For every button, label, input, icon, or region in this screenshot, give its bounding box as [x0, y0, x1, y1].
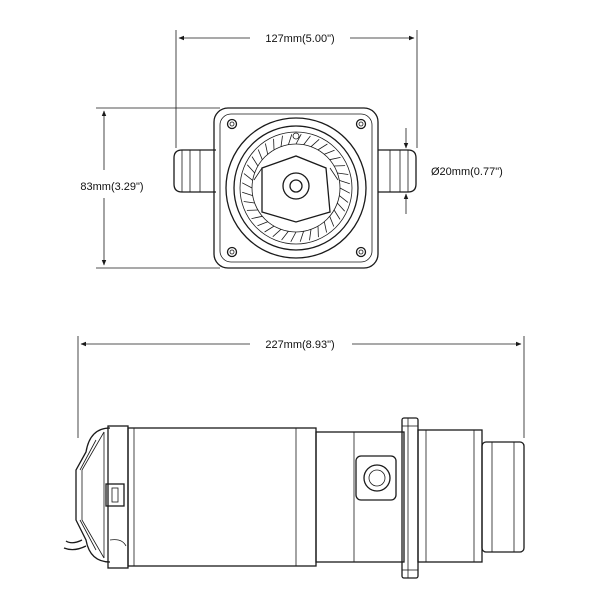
left-hose-port [173, 149, 216, 193]
outlet-nozzle [481, 441, 525, 553]
impeller-tooth [323, 221, 327, 233]
impeller-tooth [309, 229, 312, 241]
side-port [355, 455, 397, 501]
impeller-tooth [333, 209, 341, 220]
impeller-tooth [251, 215, 263, 219]
impeller-tooth [265, 143, 269, 155]
impeller-tooth [295, 134, 302, 145]
impeller-tooth [329, 216, 335, 227]
impeller-inner-ring [251, 143, 341, 233]
terminal-block [105, 483, 125, 507]
impeller-tooth [339, 195, 349, 203]
wire-2 [63, 545, 87, 551]
impeller-tooth [251, 156, 259, 167]
impeller-tooth [288, 134, 293, 145]
front-view: 127mm(5.00") 83mm(3.29") Ø20mm(0.77") [80, 30, 503, 269]
pump-housing-outer [225, 117, 367, 259]
right-hose-port [378, 149, 417, 193]
impeller-tooth [257, 221, 268, 227]
pump-cover [417, 429, 483, 563]
pump-shaft [282, 172, 310, 200]
wire-1 [65, 539, 83, 544]
dimension-label-length: 227mm(8.93") [265, 339, 334, 351]
impeller-tooth [264, 225, 275, 233]
impeller-tooth [243, 173, 253, 181]
impeller-tooth [242, 191, 253, 196]
impeller-tooth [317, 143, 328, 151]
motor-end-cap [75, 427, 111, 563]
dimension-label-port-diameter: Ø20mm(0.77") [431, 166, 503, 178]
motor-body [127, 427, 317, 567]
dimension-label-width: 127mm(5.00") [265, 33, 334, 45]
impeller-tooth [243, 201, 255, 204]
pump-head [315, 431, 405, 563]
impeller-tooth [281, 231, 289, 241]
impeller-tooth [257, 149, 263, 160]
impeller-tooth [339, 180, 350, 185]
impeller-tooth [247, 164, 255, 174]
mounting-plate [213, 107, 379, 269]
impeller-tooth [280, 135, 283, 147]
impeller-tooth [324, 149, 335, 155]
side-view: 227mm(8.93") [63, 336, 525, 579]
impeller-tooth [299, 231, 304, 242]
impeller-teeth [242, 134, 350, 242]
impeller-tooth [337, 172, 349, 175]
mounting-holes [226, 118, 367, 258]
impeller-tooth [290, 231, 297, 242]
impeller-tooth [310, 139, 320, 147]
impeller-tooth [339, 187, 350, 194]
impeller-tooth [337, 202, 345, 212]
dimension-label-height: 83mm(3.29") [80, 181, 143, 193]
impeller-tooth [329, 157, 341, 161]
impeller-cam [261, 155, 331, 223]
impeller-tooth [242, 182, 253, 189]
impeller-tooth [303, 135, 311, 145]
impeller-tooth [272, 229, 282, 237]
